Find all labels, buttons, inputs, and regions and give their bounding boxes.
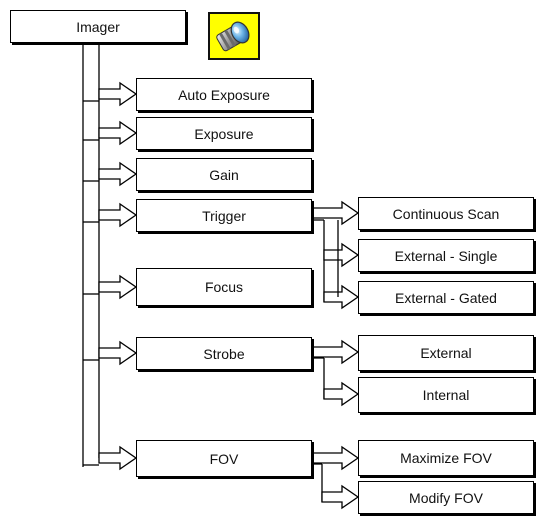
arrow-to-feature-3 <box>98 202 138 228</box>
arrow-to-feature-5 <box>98 340 138 366</box>
root-box-imager: Imager <box>10 10 186 43</box>
option-box-continuous-scan: Continuous Scan <box>358 197 534 230</box>
arrow-to-feature-1 <box>98 120 138 146</box>
feature-box-trigger: Trigger <box>136 199 312 232</box>
feature-box-gain: Gain <box>136 158 312 191</box>
trigger-branch-arrow-1 <box>323 242 360 268</box>
option-box-maximize-fov: Maximize FOV <box>358 440 534 476</box>
feature-label: Auto Exposure <box>178 86 270 103</box>
arrow-to-feature-6 <box>98 445 138 471</box>
option-label: External - Gated <box>395 289 497 306</box>
feature-box-auto-exposure: Auto Exposure <box>136 78 312 111</box>
feature-box-exposure: Exposure <box>136 117 312 150</box>
feature-label: Gain <box>209 166 239 183</box>
feature-label: Trigger <box>202 207 246 224</box>
fov-branch-arrow-0 <box>311 445 360 471</box>
option-box-strobe-external: External <box>358 335 534 371</box>
option-label: External - Single <box>394 247 498 264</box>
trigger-branch-arrow-0 <box>311 200 360 226</box>
option-label: Modify FOV <box>409 489 483 506</box>
option-box-modify-fov: Modify FOV <box>358 481 534 514</box>
strobe-branch-arrow-1 <box>323 381 360 407</box>
feature-label: FOV <box>209 450 239 467</box>
arrow-to-feature-0 <box>98 81 138 107</box>
trigger-branch-arrow-2 <box>323 284 360 310</box>
feature-label: Focus <box>204 279 244 295</box>
option-label: Maximize FOV <box>400 450 492 466</box>
feature-box-fov: FOV <box>136 440 312 477</box>
root-label: Imager <box>76 18 120 35</box>
option-label: Internal <box>422 387 470 403</box>
option-label: Continuous Scan <box>392 205 500 222</box>
arrow-to-feature-4 <box>98 274 138 300</box>
option-box-external-single: External - Single <box>358 239 534 272</box>
feature-label: Exposure <box>194 125 254 142</box>
arrow-to-feature-2 <box>98 161 138 187</box>
feature-label: Strobe <box>203 345 245 362</box>
feature-box-focus: Focus <box>136 268 312 306</box>
option-box-external-gated: External - Gated <box>358 281 534 314</box>
feature-box-strobe: Strobe <box>136 337 312 370</box>
option-box-strobe-internal: Internal <box>358 377 534 413</box>
option-label: External <box>420 345 472 361</box>
fov-branch-arrow-1 <box>321 484 360 510</box>
camera-lens-icon <box>208 12 260 60</box>
strobe-branch-arrow-0 <box>311 339 360 365</box>
